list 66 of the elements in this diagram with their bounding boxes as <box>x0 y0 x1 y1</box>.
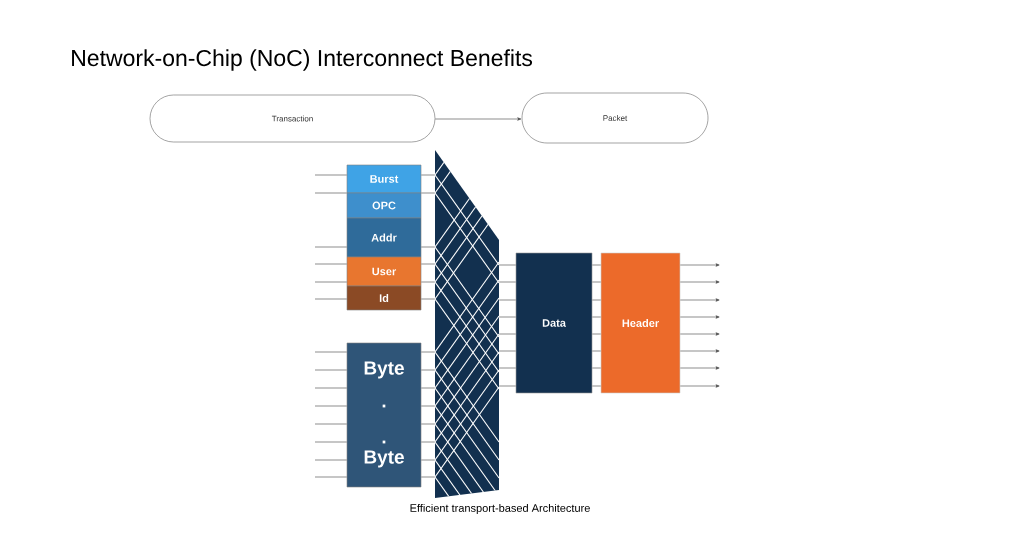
arrow <box>680 280 720 284</box>
connector-line <box>421 298 436 300</box>
caption: Efficient transport-based Architecture <box>410 503 590 515</box>
connector-line <box>592 264 601 266</box>
connector-line <box>498 281 516 283</box>
connector-line <box>421 281 436 283</box>
connector-line <box>421 246 436 248</box>
connector-line <box>592 299 601 301</box>
connector-line <box>314 192 347 194</box>
connector-line <box>421 405 436 407</box>
connector-line <box>314 387 347 389</box>
arrow <box>680 298 720 302</box>
arrow <box>680 263 720 267</box>
connector-line <box>498 264 516 266</box>
data-block: Data <box>515 252 593 394</box>
connector-line <box>314 263 347 265</box>
connector-line <box>421 476 436 478</box>
connector-line <box>421 459 436 461</box>
connector-line <box>314 281 347 283</box>
field-cell: Burst <box>346 164 422 194</box>
connector-line <box>498 385 516 387</box>
crossbar-drawing <box>435 150 499 498</box>
connector-line <box>592 333 601 335</box>
connector-line <box>314 441 347 443</box>
arrow <box>435 117 522 121</box>
field-cell: Addr <box>346 217 422 258</box>
process-box: Transaction <box>149 94 436 143</box>
connector-line <box>314 476 347 478</box>
connector-line <box>592 281 601 283</box>
connector-line <box>421 369 436 371</box>
field-cell: User <box>346 256 422 287</box>
connector-line <box>498 333 516 335</box>
connector-line <box>421 351 436 353</box>
connector-line <box>592 367 601 369</box>
connector-line <box>314 423 347 425</box>
byte-block: Byte . . Byte <box>346 342 422 488</box>
connector-line <box>314 174 347 176</box>
connector-line <box>314 246 347 248</box>
connector-line <box>592 350 601 352</box>
field-cell: Id <box>346 285 422 311</box>
connector-line <box>314 298 347 300</box>
connector-line <box>498 350 516 352</box>
arrow <box>680 332 720 336</box>
connector-line <box>498 299 516 301</box>
connector-line <box>314 405 347 407</box>
arrow <box>680 315 720 319</box>
connector-line <box>592 316 601 318</box>
title: Network-on-Chip (NoC) Interconnect Benefits <box>72 49 533 71</box>
connector-line <box>421 192 436 194</box>
field-cell: OPC <box>346 192 422 219</box>
process-box: Packet <box>521 92 709 144</box>
arrow <box>680 349 720 353</box>
connector-line <box>314 369 347 371</box>
arrow <box>680 384 720 388</box>
connector-line <box>498 316 516 318</box>
connector-line <box>421 174 436 176</box>
connector-line <box>421 423 436 425</box>
arrow <box>680 366 720 370</box>
header-block: Header <box>600 252 681 394</box>
connector-line <box>592 385 601 387</box>
connector-line <box>421 387 436 389</box>
connector-line <box>421 441 436 443</box>
connector-line <box>314 351 347 353</box>
connector-line <box>498 367 516 369</box>
connector-line <box>421 263 436 265</box>
connector-line <box>314 459 347 461</box>
